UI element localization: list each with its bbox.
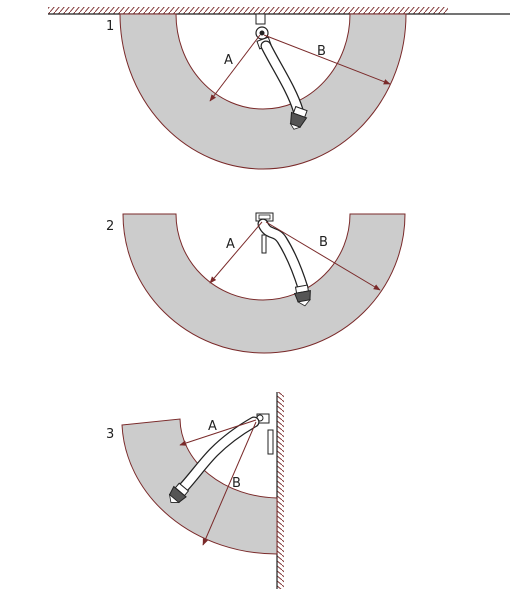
dimension-a-2 — [209, 221, 263, 284]
label-a-2: A — [226, 237, 235, 252]
figure-number-3: 3 — [106, 427, 114, 442]
figure-1: 1 A B — [48, 7, 510, 170]
reach-zone-1 — [119, 13, 407, 170]
support-post-2 — [261, 234, 267, 254]
ceiling-hatch — [48, 7, 448, 14]
mount-bracket-1 — [255, 13, 266, 25]
label-a-1: A — [224, 53, 233, 68]
reach-zone-2 — [122, 213, 406, 354]
figure-number-1: 1 — [106, 19, 114, 34]
label-a-3: A — [208, 419, 217, 434]
dimension-b-2 — [265, 221, 381, 291]
dimension-a-3 — [179, 419, 257, 446]
dimension-b-3 — [202, 421, 257, 546]
label-b-2: B — [319, 235, 328, 250]
figure-3: 3 A B — [106, 392, 284, 589]
label-b-1: B — [317, 44, 326, 59]
extraction-hood-2 — [293, 284, 311, 307]
figure-number-2: 2 — [106, 219, 114, 234]
extraction-hood-3 — [168, 482, 190, 504]
dimension-a-1 — [209, 34, 261, 102]
wall-hatch — [277, 392, 284, 589]
dimension-b-1 — [263, 34, 391, 85]
reach-zone-3 — [121, 418, 278, 555]
extraction-hood-1 — [289, 105, 308, 130]
label-b-3: B — [232, 476, 241, 491]
support-post-3 — [267, 429, 274, 455]
figure-2: 2 A B — [106, 212, 406, 354]
